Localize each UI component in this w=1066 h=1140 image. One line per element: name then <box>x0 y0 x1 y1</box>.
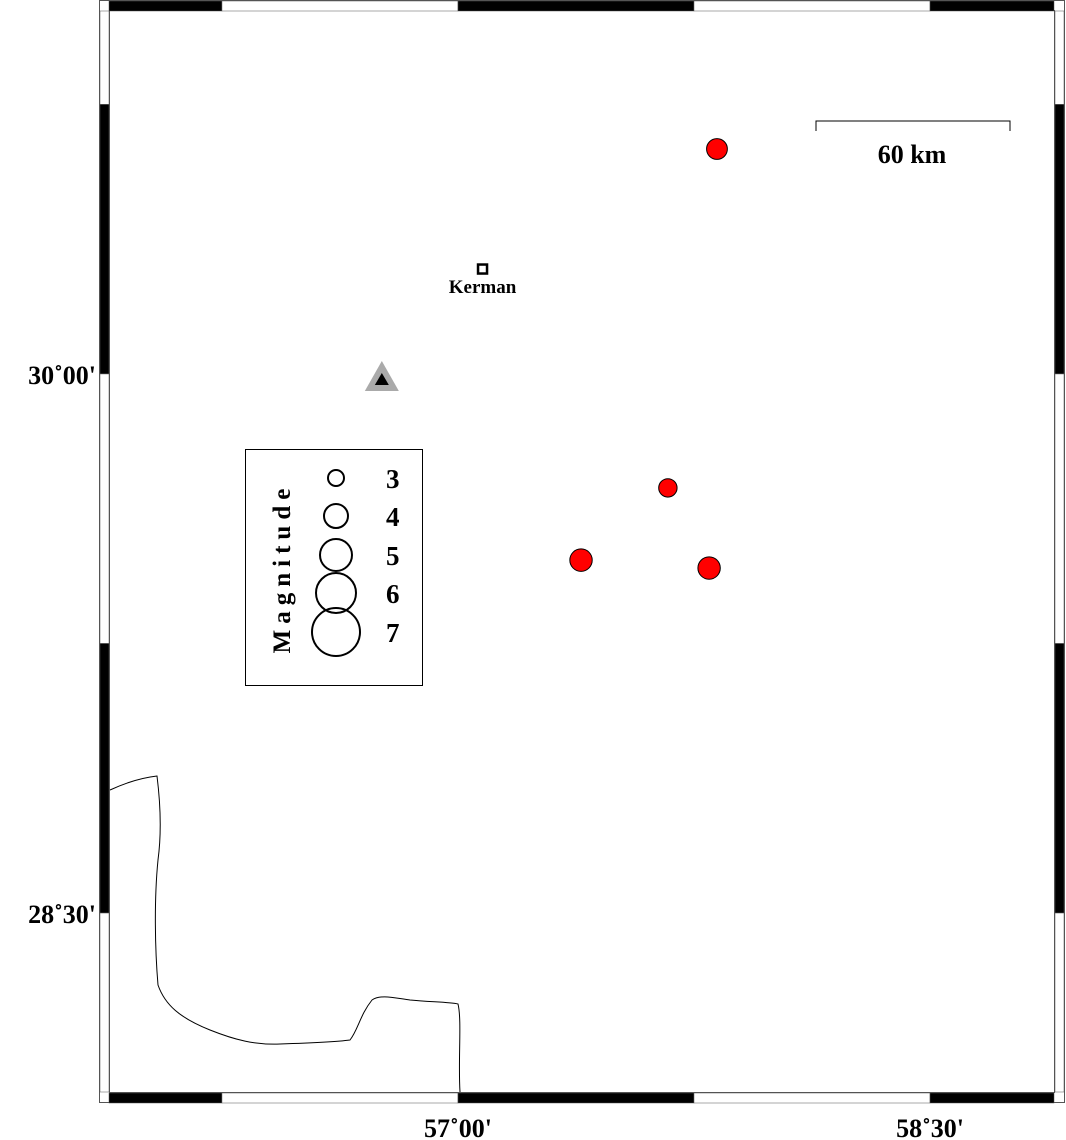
axis-tick-labels: 57˚00' 58˚30' 30˚00' 28˚30' <box>28 361 964 1140</box>
scale-bar: 60 km <box>815 120 1011 169</box>
magnitude-legend: Magnitude 3 4 5 6 7 <box>245 449 423 686</box>
frame-bar-segment <box>108 0 223 12</box>
city-label: Kerman <box>449 277 517 298</box>
city-square-icon <box>476 263 489 275</box>
legend-label: 7 <box>386 618 400 648</box>
frame-bar-segment <box>99 104 110 375</box>
earthquake-event <box>706 138 728 160</box>
frame-bar-segment <box>99 643 110 914</box>
legend-label: 5 <box>386 541 400 571</box>
earthquake-event <box>697 556 721 580</box>
scale-bar-label: 60 km <box>878 140 947 169</box>
x-tick-label: 57˚00' <box>424 1114 492 1140</box>
frame-bar-segment <box>693 1092 931 1104</box>
frame-bar-segment <box>1054 104 1065 375</box>
frame-bar-segment <box>929 1092 1055 1104</box>
legend-label: 6 <box>386 579 400 609</box>
frame-bar-segment <box>457 1092 695 1104</box>
earthquake-event <box>569 548 593 572</box>
frame-bar-segment <box>1054 912 1065 1093</box>
events <box>569 138 728 580</box>
city-kerman: Kerman <box>449 263 517 298</box>
y-tick-label: 28˚30' <box>28 900 96 929</box>
coastline <box>109 775 461 1093</box>
frame-bar-segment <box>1054 373 1065 644</box>
frame-bar-segment <box>457 0 695 12</box>
legend-circle <box>315 572 357 614</box>
frame-bars <box>99 0 1065 1104</box>
legend-circle <box>323 503 349 529</box>
frame-bar-segment <box>108 1092 223 1104</box>
legend-title: Magnitude <box>269 483 296 654</box>
y-tick-label: 30˚00' <box>28 361 96 390</box>
frame-bar-segment <box>99 10 110 105</box>
frame-bar-segment <box>221 0 459 12</box>
legend-circle <box>327 469 345 487</box>
station-triangle-inner <box>374 373 389 385</box>
x-tick-label: 58˚30' <box>896 1114 964 1140</box>
frame-bar-segment <box>99 373 110 644</box>
frame-bar-segment <box>693 0 931 12</box>
earthquake-event <box>658 478 678 498</box>
station-triangle-icon <box>364 361 399 391</box>
frame-bar-segment <box>929 0 1055 12</box>
frame-bar-segment <box>1054 643 1065 914</box>
legend-circle <box>311 607 361 657</box>
frame-bar-segment <box>221 1092 459 1104</box>
legend-label: 4 <box>386 502 400 532</box>
frame-bar-segment <box>99 912 110 1093</box>
frame-bar-segment <box>1054 10 1065 105</box>
legend-label: 3 <box>386 464 400 494</box>
legend-circle <box>319 538 353 572</box>
